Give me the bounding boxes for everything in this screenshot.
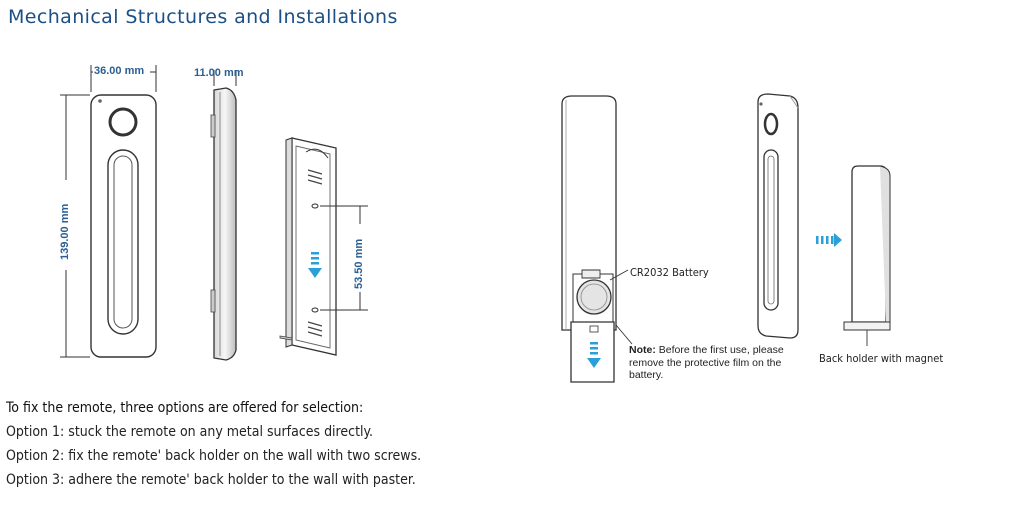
note-text: Before the first use, please remove the … (629, 344, 784, 381)
front-view-remote (90, 94, 157, 358)
note-label: Note: (629, 344, 656, 356)
width-dimension-line (90, 65, 157, 92)
depth-dimension-line (213, 70, 237, 86)
instructions-block: To fix the remote, three options are off… (6, 400, 706, 496)
battery-note: Note: Before the first use, please remov… (629, 344, 789, 382)
remote-back-battery-view (561, 95, 633, 383)
remote-angled-view (757, 93, 842, 339)
down-arrow-icon (308, 252, 322, 278)
page-title: Mechanical Structures and Installations (8, 6, 398, 28)
height-dimension-line (60, 94, 90, 358)
option-1: Option 1: stuck the remote on any metal … (6, 424, 373, 440)
screw-spacing-dimension-label: 53.50 mm (353, 238, 365, 289)
down-arrow-icon (587, 342, 601, 368)
side-view-remote (210, 87, 237, 361)
back-holder-label: Back holder with magnet (819, 352, 944, 365)
back-holder-magnet-view (843, 165, 891, 346)
battery-label: CR2032 Battery (630, 266, 709, 279)
right-arrow-icon (816, 233, 842, 247)
depth-dimension-label: 11.00 mm (194, 67, 244, 79)
option-3: Option 3: adhere the remote' back holder… (6, 472, 416, 488)
option-2: Option 2: fix the remote' back holder on… (6, 448, 422, 464)
width-dimension-label: 36.00 mm (94, 65, 145, 77)
height-dimension-label: 139.00 mm (59, 203, 71, 260)
screw-spacing-dimension-line (320, 205, 368, 311)
back-holder-view (279, 137, 337, 356)
instructions-heading: To fix the remote, three options are off… (6, 400, 364, 416)
